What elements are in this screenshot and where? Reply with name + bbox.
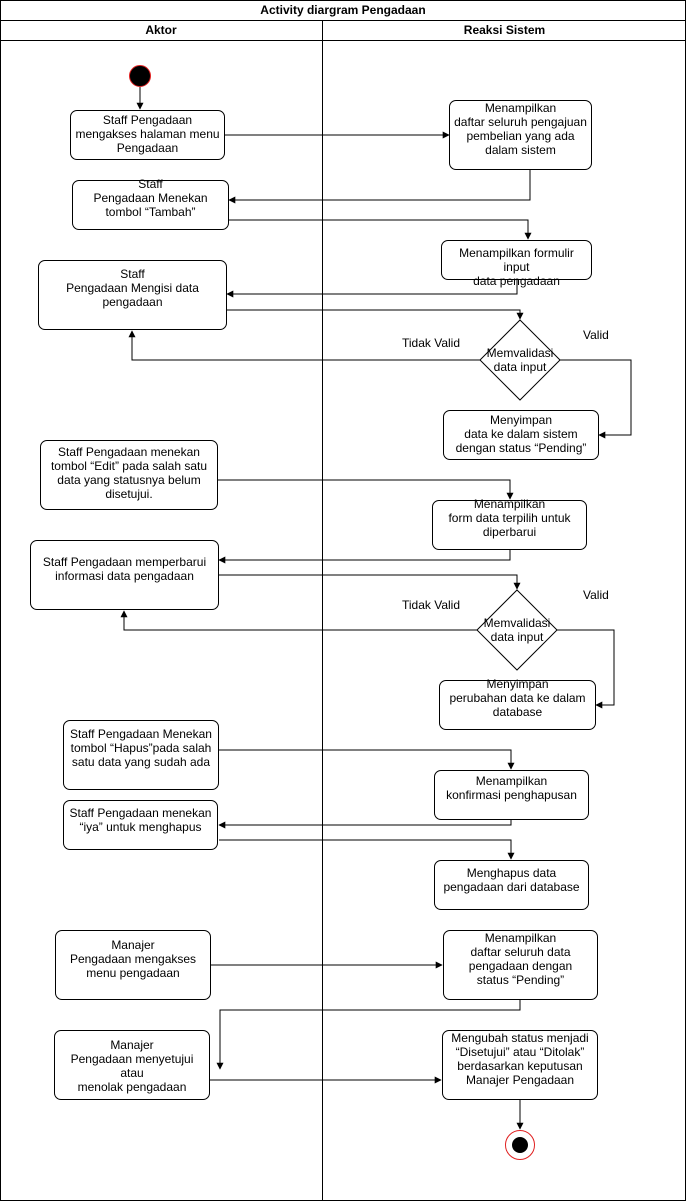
start-node bbox=[129, 65, 151, 87]
activity-manager-access: Manajer Pengadaan mengakses menu pengada… bbox=[55, 930, 211, 1000]
activity-confirm-delete: Staff Pengadaan menekan “iya” untuk meng… bbox=[63, 800, 218, 850]
activity-label: Menyimpan perubahan data ke dalam databa… bbox=[449, 677, 586, 719]
activity-label: Staff Pengadaan mengakses halaman menu P… bbox=[75, 113, 220, 155]
activity-label: Staff Pengadaan Menekan tombol “Tambah” bbox=[93, 177, 208, 219]
activity-label: Staff Pengadaan Menekan tombol “Hapus”pa… bbox=[70, 727, 212, 769]
activity-label: Staff Pengadaan menekan tombol “Edit” pa… bbox=[50, 445, 208, 501]
activity-fill-form: Staff Pengadaan Mengisi data pengadaan bbox=[38, 260, 227, 330]
edge-a3-d1 bbox=[227, 309, 524, 320]
edge-a5-d2 bbox=[219, 574, 521, 590]
activity-label: Menampilkan form data terpilih untuk dip… bbox=[448, 497, 571, 539]
guard-valid-1: Valid bbox=[583, 328, 609, 342]
activity-click-edit: Staff Pengadaan menekan tombol “Edit” pa… bbox=[40, 440, 218, 510]
edge-s8-a9 bbox=[216, 1000, 521, 1070]
edge-s6-a7 bbox=[218, 820, 512, 829]
activity-label: Mengubah status menjadi “Disetujui” atau… bbox=[451, 1031, 589, 1087]
end-node-core bbox=[512, 1137, 528, 1153]
activity-change-status: Mengubah status menjadi “Disetujui” atau… bbox=[442, 1030, 598, 1100]
activity-label: Manajer Pengadaan mengakses menu pengada… bbox=[69, 938, 197, 980]
edge-d2-s5-valid bbox=[557, 629, 615, 709]
edge-a2-s2 bbox=[229, 219, 532, 240]
activity-label: Staff Pengadaan menekan “iya” untuk meng… bbox=[69, 806, 212, 834]
activity-show-pending-list: Menampilkan daftar seluruh data pengadaa… bbox=[443, 930, 598, 1000]
activity-label: Menampilkan daftar seluruh data pengadaa… bbox=[468, 931, 573, 987]
activity-label: Menampilkan konfirmasi penghapusan bbox=[446, 774, 577, 802]
edge-d1-a3-invalid bbox=[128, 330, 480, 361]
activity-label: Staff Pengadaan Mengisi data pengadaan bbox=[66, 267, 199, 309]
activity-label: Menyimpan data ke dalam sistem dengan st… bbox=[455, 413, 587, 455]
decision-label-2: Memvalidasi data input bbox=[483, 616, 551, 644]
edge-a6-s6 bbox=[219, 749, 515, 770]
activity-label: Menghapus data pengadaan dari database bbox=[443, 866, 580, 894]
activity-save-pending: Menyimpan data ke dalam sistem dengan st… bbox=[443, 410, 599, 460]
activity-delete-data: Menghapus data pengadaan dari database bbox=[434, 860, 589, 910]
activity-label: Staff Pengadaan memperbarui informasi da… bbox=[42, 555, 207, 583]
activity-click-tambah: Staff Pengadaan Menekan tombol “Tambah” bbox=[72, 177, 229, 230]
activity-show-edit-form: Menampilkan form data terpilih untuk dip… bbox=[432, 497, 587, 550]
end-node bbox=[505, 1130, 535, 1160]
activity-label: Manajer Pengadaan menyetujui atau menola… bbox=[70, 1038, 194, 1094]
edge-d1-s3-valid bbox=[560, 359, 632, 439]
edge-s1-a2 bbox=[228, 170, 531, 204]
activity-show-input-form: Menampilkan formulir input data pengadaa… bbox=[441, 240, 592, 288]
activity-save-changes: Menyimpan perubahan data ke dalam databa… bbox=[439, 677, 596, 730]
guard-valid-2: Valid bbox=[583, 588, 609, 602]
edge-a4-s4 bbox=[218, 479, 514, 500]
lane-header-actor: Aktor bbox=[0, 21, 322, 41]
decision-diamond-2 bbox=[476, 589, 558, 671]
edge-d2-a5-invalid bbox=[120, 610, 477, 631]
edge-s4-a5 bbox=[218, 550, 511, 564]
decision-diamond-1 bbox=[479, 319, 561, 401]
activity-access-menu-pengadaan: Staff Pengadaan mengakses halaman menu P… bbox=[70, 110, 225, 160]
activity-show-delete-confirm: Menampilkan konfirmasi penghapusan bbox=[434, 770, 589, 820]
activity-manager-approve: Manajer Pengadaan menyetujui atau menola… bbox=[54, 1030, 210, 1100]
lane-header-system: Reaksi Sistem bbox=[323, 21, 686, 41]
activity-show-request-list: Menampilkan daftar seluruh pengajuan pem… bbox=[449, 100, 592, 170]
activity-label: Menampilkan formulir input data pengadaa… bbox=[459, 246, 574, 288]
lane-divider bbox=[322, 21, 323, 1200]
decision-label-1: Memvalidasi data input bbox=[486, 346, 554, 374]
edge-a7-s7 bbox=[219, 839, 515, 860]
guard-invalid-1: Tidak Valid bbox=[402, 336, 461, 350]
activity-label: Menampilkan daftar seluruh pengajuan pem… bbox=[454, 101, 587, 157]
diagram-title: Activity diargram Pengadaan bbox=[0, 0, 686, 21]
guard-invalid-2: Tidak Valid bbox=[402, 598, 461, 612]
activity-update-data: Staff Pengadaan memperbarui informasi da… bbox=[30, 540, 219, 610]
activity-click-hapus: Staff Pengadaan Menekan tombol “Hapus”pa… bbox=[63, 720, 219, 790]
edge-s2-a3 bbox=[226, 280, 518, 298]
